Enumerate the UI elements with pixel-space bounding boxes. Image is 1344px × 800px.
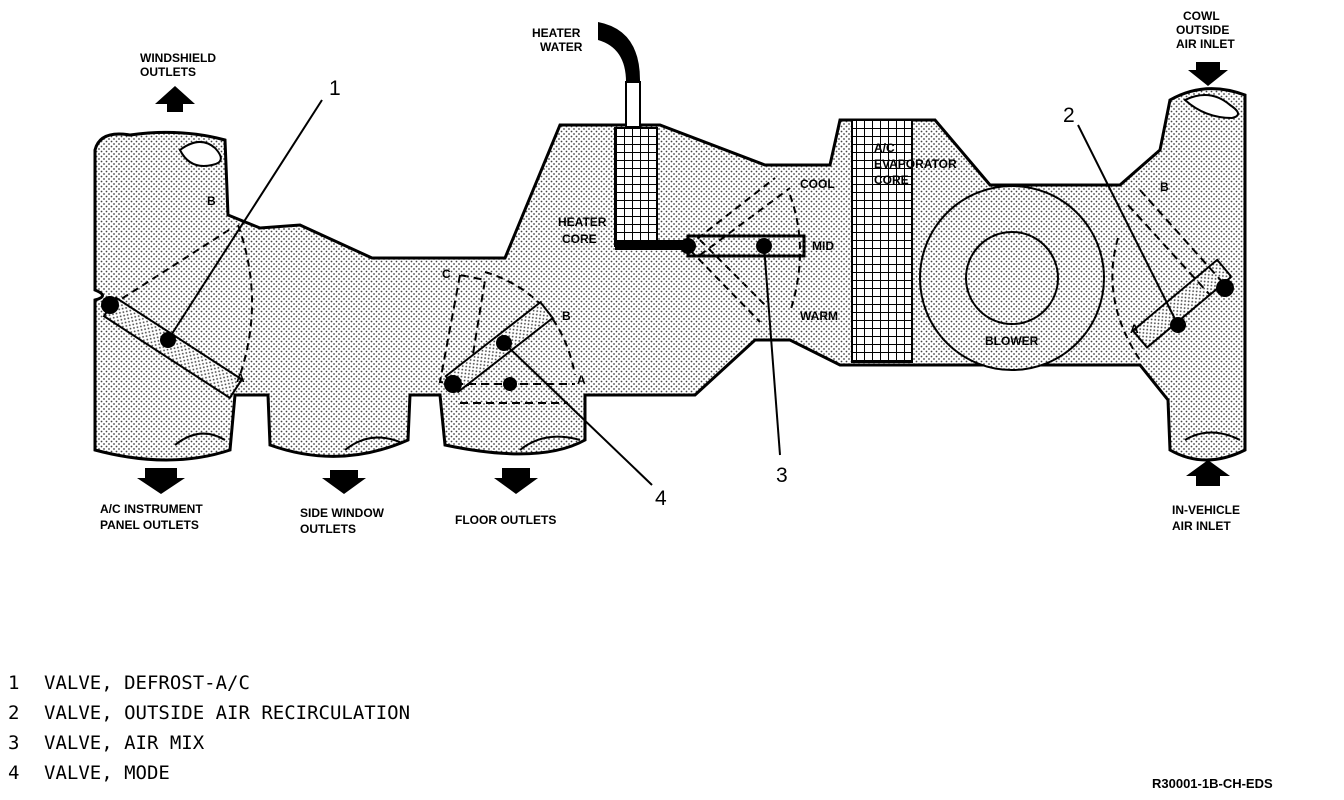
warm-label: WARM: [800, 309, 838, 323]
in-vehicle-label: IN-VEHICLE: [1172, 503, 1240, 517]
legend-item: 2 VALVE, OUTSIDE AIR RECIRCULATION: [8, 698, 410, 728]
evaporator-label: A/C: [874, 141, 895, 155]
valve4-position-a: A: [577, 373, 586, 387]
in-vehicle-label: AIR INLET: [1172, 519, 1231, 533]
duct-break: [174, 432, 226, 446]
duct-break: [178, 141, 222, 167]
air-mix-valve-pivot: [680, 238, 696, 254]
windshield-label: OUTLETS: [140, 65, 196, 79]
heater-water-label: WATER: [540, 40, 583, 54]
callout-leader-1: [167, 99, 323, 341]
recirc-valve-pivot: [1216, 279, 1234, 297]
duct-housing: [93, 87, 1247, 462]
mode-valve-pin-2: [503, 377, 517, 391]
ac-panel-label: A/C INSTRUMENT: [100, 502, 203, 516]
legend-item: 3 VALVE, AIR MIX: [8, 728, 410, 758]
callout-4: 4: [655, 487, 667, 510]
air-mix-valve-arc: [789, 194, 801, 313]
defrost-valve-arc: [237, 224, 253, 376]
cowl-label: COWL: [1183, 9, 1220, 23]
duct-break: [1184, 431, 1241, 441]
mode-valve-pivot: [444, 375, 462, 393]
floor-label: FLOOR OUTLETS: [455, 513, 556, 527]
side-window-arrow-icon: [322, 470, 366, 494]
air-mix-valve-warm: [689, 239, 769, 323]
legend-number: 3: [8, 732, 20, 754]
callout-leader-2: [1077, 124, 1179, 326]
cowl-label: OUTSIDE: [1176, 23, 1229, 37]
callout-leader-3: [763, 245, 781, 456]
recirc-valve-arc: [1111, 237, 1141, 361]
valve4-position-b: B: [562, 309, 571, 323]
in-vehicle-arrow-icon: [1186, 460, 1230, 486]
mid-label: MID: [812, 239, 834, 253]
legend-number: 2: [8, 702, 20, 724]
legend: 1 VALVE, DEFROST-A/C 2 VALVE, OUTSIDE AIR …: [8, 668, 410, 788]
valve4-position-c: C: [442, 267, 451, 281]
callout-1: 1: [329, 77, 341, 100]
mode-valve-arc: [484, 271, 576, 376]
blower-wheel: [965, 231, 1059, 325]
side-window-label: SIDE WINDOW: [300, 506, 385, 520]
cool-label: COOL: [800, 177, 835, 191]
heater-core-label: CORE: [562, 232, 597, 246]
figure-reference: R30001-1B-CH-EDS: [1152, 776, 1273, 791]
duct-break: [519, 435, 581, 451]
valve1-position-a: A: [236, 371, 245, 385]
legend-text: VALVE, OUTSIDE AIR RECIRCULATION: [44, 702, 411, 724]
valve1-position-b: B: [207, 194, 216, 208]
blower-label: BLOWER: [985, 334, 1039, 348]
side-window-label: OUTLETS: [300, 522, 356, 536]
cowl-label: AIR INLET: [1176, 37, 1235, 51]
cowl-inlet-arrow-icon: [1188, 62, 1228, 86]
valve2-position-b: B: [1160, 180, 1169, 194]
air-mix-valve-cool: [687, 177, 791, 256]
evaporator-core: [851, 119, 913, 363]
legend-text: VALVE, MODE: [44, 762, 170, 784]
heater-water-label: HEATER: [532, 26, 581, 40]
ac-panel-label: PANEL OUTLETS: [100, 518, 199, 532]
evaporator-label: CORE: [874, 173, 909, 187]
windshield-arrow-icon: [155, 86, 195, 112]
defrost-valve-pivot: [101, 296, 119, 314]
callout-2: 2: [1063, 104, 1075, 127]
heater-pipe-neck: [625, 81, 641, 128]
valve2-position-a: A: [1130, 322, 1139, 336]
air-mix-valve: [686, 234, 806, 258]
floor-arrow-icon: [494, 468, 538, 494]
ac-panel-arrow-icon: [137, 468, 185, 494]
legend-number: 4: [8, 762, 20, 784]
windshield-label: WINDSHIELD: [140, 51, 216, 65]
legend-item: 4 VALVE, MODE: [8, 758, 410, 788]
legend-item: 1 VALVE, DEFROST-A/C: [8, 668, 410, 698]
duct-break: [344, 436, 401, 451]
heater-core-base: [615, 240, 685, 250]
legend-text: VALVE, AIR MIX: [44, 732, 205, 754]
callout-leader-4: [503, 342, 653, 486]
evaporator-label: EVAPORATOR: [874, 157, 957, 171]
heater-core-label: HEATER: [558, 215, 607, 229]
callout-3: 3: [776, 464, 788, 487]
recirc-valve-position-b: [1127, 189, 1226, 296]
recirculation-valve: [1131, 258, 1233, 349]
legend-text: VALVE, DEFROST-A/C: [44, 672, 250, 694]
legend-number: 1: [8, 672, 20, 694]
duct-break: [1183, 94, 1239, 120]
heater-core: [614, 127, 658, 247]
